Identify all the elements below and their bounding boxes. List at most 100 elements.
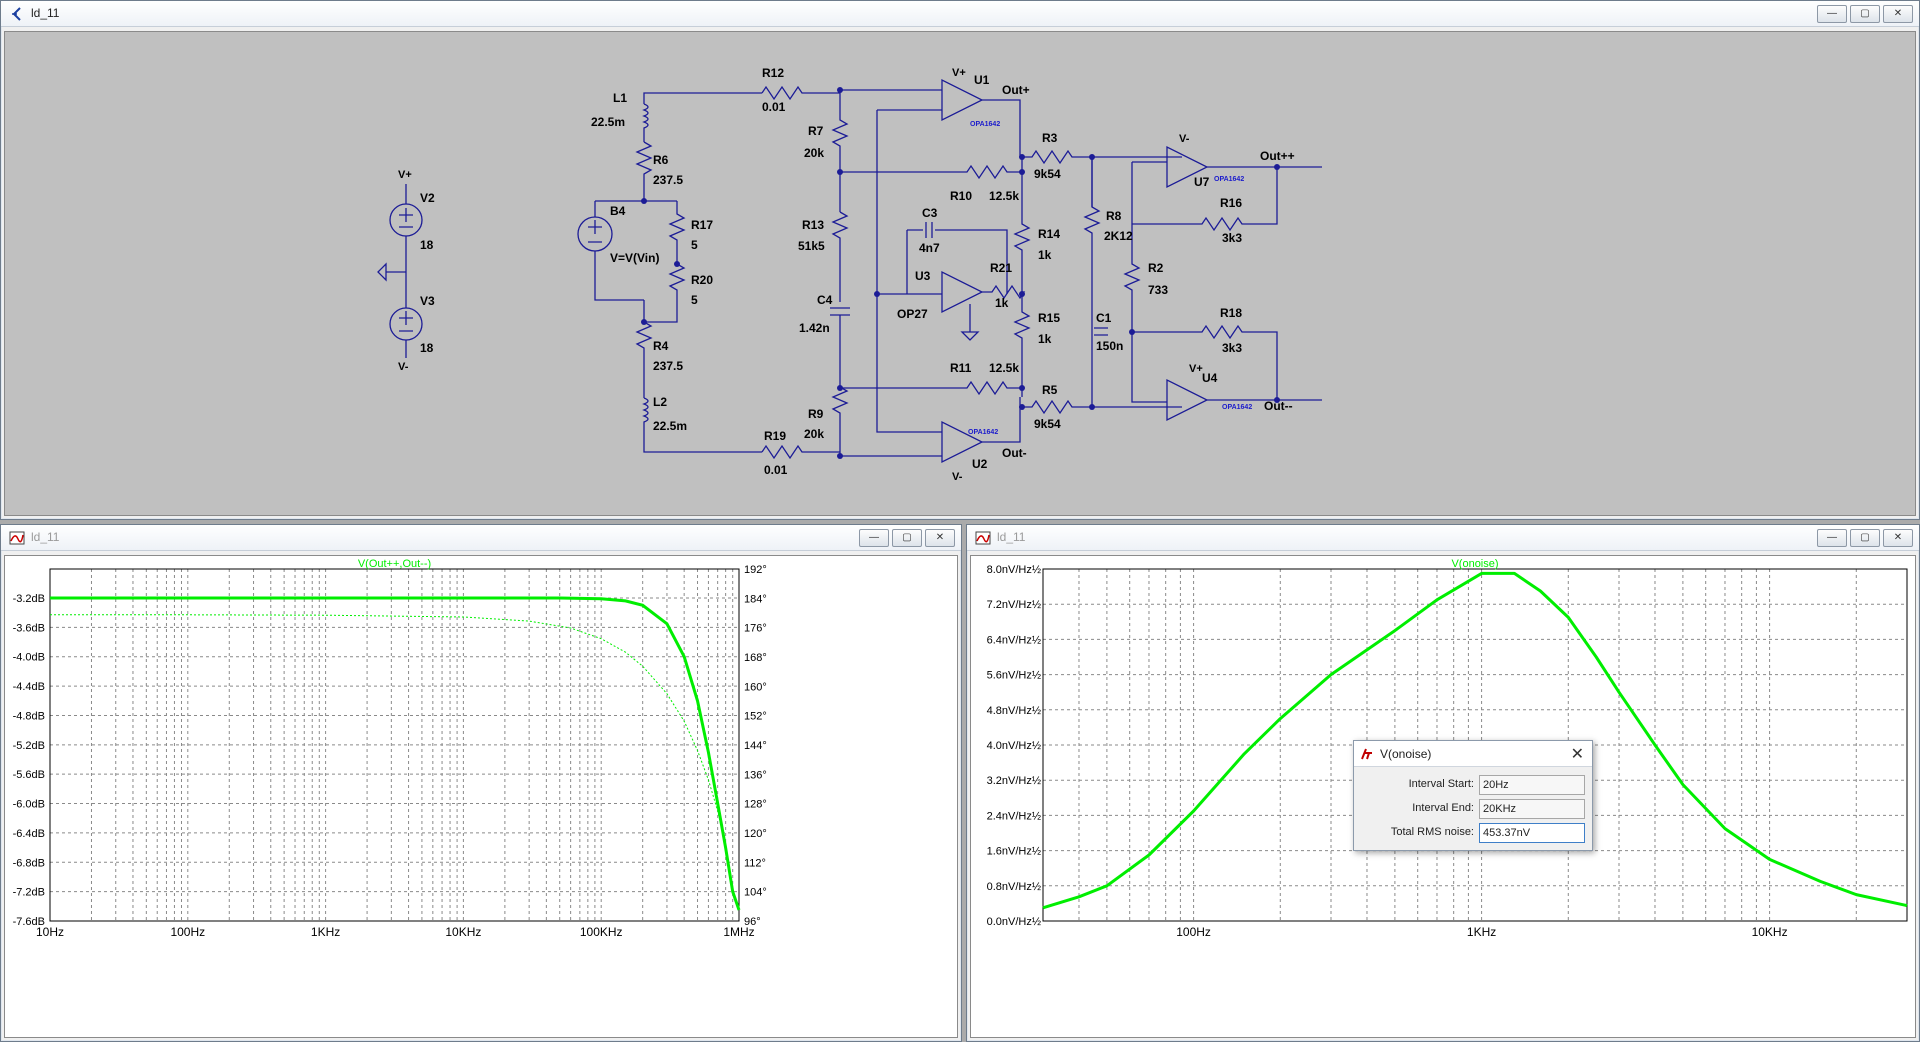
bode-titlebar[interactable]: ld_11 — ▢ ✕ [1, 525, 961, 551]
close-button[interactable]: ✕ [1883, 5, 1913, 23]
maximize-button[interactable]: ▢ [1850, 529, 1880, 547]
y-tick-label: -3.2dB [13, 593, 45, 605]
label-R8: R8 [1106, 209, 1122, 223]
label-Out-plusplus: Out++ [1260, 149, 1295, 163]
label-C3-value: 4n7 [919, 241, 940, 255]
y-tick-label: 0.8nV/Hz½ [987, 881, 1041, 893]
dialog-title: V(onoise) [1380, 747, 1432, 761]
total-rms-row: Total RMS noise: 453.37nV [1354, 823, 1594, 843]
label-L2-value: 22.5m [653, 419, 687, 433]
label-Out-plus: Out+ [1002, 83, 1030, 97]
y-tick-label: -7.6dB [13, 916, 45, 928]
bode-chart: -3.2dB-3.6dB-4.0dB-4.4dB-4.8dB-5.2dB-5.6… [13, 558, 767, 939]
x-tick-label: 1KHz [1467, 925, 1496, 939]
label-R21-value: 1k [995, 296, 1009, 310]
bode-plot-window: ld_11 — ▢ ✕ -3.2dB-3.6dB-4.0dB-4.4dB-4.8… [0, 524, 962, 1042]
interval-start-field[interactable]: 20Hz [1479, 775, 1585, 795]
label-R21: R21 [990, 261, 1012, 275]
interval-end-label: Interval End: [1412, 802, 1474, 814]
plot-frame [49, 568, 740, 922]
label-R6: R6 [653, 153, 669, 167]
x-tick-label: 100Hz [1176, 925, 1211, 939]
label-R2: R2 [1148, 261, 1164, 275]
label-U7-model: OPA1642 [1214, 176, 1244, 183]
label-U4-model: OPA1642 [1222, 404, 1252, 411]
label-R7: R7 [808, 124, 824, 138]
label-Out-minus: Out- [1002, 446, 1027, 460]
label-R19: R19 [764, 429, 786, 443]
label-R18: R18 [1220, 306, 1242, 320]
y-tick-label: -6.0dB [13, 799, 45, 811]
y-tick-label: 4.8nV/Hz½ [987, 705, 1041, 717]
label-R20: R20 [691, 273, 713, 287]
y-tick-label: 2.4nV/Hz½ [987, 810, 1041, 822]
total-rms-field[interactable]: 453.37nV [1479, 823, 1585, 843]
magnitude-trace [50, 596, 741, 911]
schematic-titlebar[interactable]: ld_11 — ▢ ✕ [1, 1, 1919, 27]
y2-tick-label: 112° [744, 857, 766, 869]
y2-tick-label: 144° [744, 740, 767, 752]
noise-titlebar[interactable]: ld_11 — ▢ ✕ [967, 525, 1919, 551]
x-tick-label: 1KHz [311, 925, 340, 939]
dialog-titlebar[interactable]: V(onoise) ✕ [1354, 741, 1592, 767]
label-U7: U7 [1194, 175, 1210, 189]
label-U1: U1 [974, 73, 990, 87]
label-B4: B4 [610, 204, 626, 218]
label-C3: C3 [922, 206, 938, 220]
interval-start-row: Interval Start: 20Hz [1354, 775, 1594, 795]
interval-end-field[interactable]: 20KHz [1479, 799, 1585, 819]
label-R20-value: 5 [691, 293, 698, 307]
x-tick-label: 10KHz [1752, 925, 1788, 939]
dialog-close-button[interactable]: ✕ [1570, 746, 1584, 763]
y-tick-label: -5.2dB [13, 740, 45, 752]
close-button[interactable]: ✕ [925, 529, 955, 547]
label-R14-value: 1k [1038, 248, 1052, 262]
noise-window-title: ld_11 [997, 530, 1026, 544]
y-tick-label: -4.4dB [13, 681, 45, 693]
label-U3: U3 [915, 269, 931, 283]
trace-label: V(onoise) [1451, 558, 1498, 570]
label-R19-value: 0.01 [764, 463, 788, 477]
maximize-button[interactable]: ▢ [892, 529, 922, 547]
schematic-window: ld_11 — ▢ ✕ [0, 0, 1920, 520]
label-V3-value: 18 [420, 341, 434, 355]
label-V2-value: 18 [420, 238, 434, 252]
label-U2: U2 [972, 457, 988, 471]
schematic-app-icon [12, 7, 21, 21]
label-U2-model: OPA1642 [968, 429, 998, 436]
label-Out-minusminus: Out-- [1264, 399, 1293, 413]
y-tick-label: 8.0nV/Hz½ [987, 564, 1041, 576]
y2-tick-label: 168° [744, 652, 767, 664]
minimize-button[interactable]: — [859, 529, 889, 547]
label-R6-value: 237.5 [653, 173, 683, 187]
y2-tick-label: 184° [744, 593, 767, 605]
noise-trace [1042, 571, 1908, 910]
label-R11-value: 12.5k [989, 361, 1019, 375]
label-L1-value: 22.5m [591, 115, 625, 129]
rms-noise-dialog: V(onoise) ✕ Interval Start: 20Hz Interva… [1353, 740, 1593, 851]
schematic-canvas[interactable]: V2 18 V3 18 B4 V=V(Vin) L1 22.5m R6 237.… [4, 31, 1916, 516]
x-tick-label: 10KHz [445, 925, 481, 939]
maximize-button[interactable]: ▢ [1850, 5, 1880, 23]
label-R10-value: 12.5k [989, 189, 1019, 203]
minimize-button[interactable]: — [1817, 5, 1847, 23]
label-R12-value: 0.01 [762, 100, 786, 114]
close-button[interactable]: ✕ [1883, 529, 1913, 547]
y2-tick-label: 192° [744, 564, 767, 576]
bode-plot-area[interactable]: -3.2dB-3.6dB-4.0dB-4.4dB-4.8dB-5.2dB-5.6… [4, 555, 958, 1038]
y2-tick-label: 104° [744, 887, 767, 899]
pin-label-vminus-U2: V- [952, 471, 963, 483]
y2-tick-label: 136° [744, 769, 767, 781]
label-R12: R12 [762, 66, 784, 80]
phase-trace [50, 614, 734, 890]
minimize-button[interactable]: — [1817, 529, 1847, 547]
label-U4: U4 [1202, 371, 1218, 385]
label-C4-value: 1.42n [799, 321, 830, 335]
y-tick-label: -6.4dB [13, 828, 45, 840]
label-L2: L2 [653, 395, 667, 409]
label-U3-value: OP27 [897, 307, 928, 321]
label-V3: V3 [420, 294, 435, 308]
total-rms-label: Total RMS noise: [1390, 826, 1474, 838]
label-C1: C1 [1096, 311, 1112, 325]
y-tick-label: -6.8dB [13, 857, 45, 869]
